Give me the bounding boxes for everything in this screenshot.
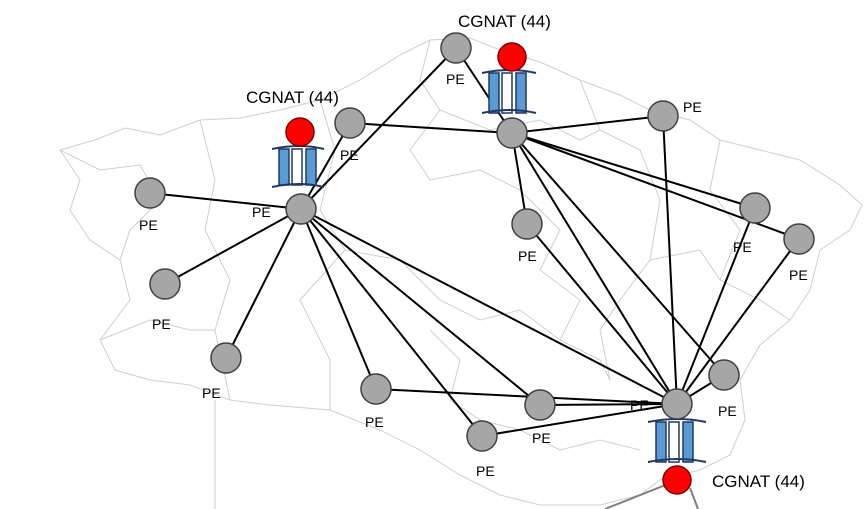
cgnat-label-north: CGNAT (44) [458,12,551,31]
link [676,238,800,405]
cgnat-marker [285,117,315,147]
pe-node-hub-west [285,193,317,225]
pe-label: PE [446,71,465,87]
pe-node [334,107,366,139]
pe-node [647,100,679,132]
map-region-border [439,109,601,141]
link [511,115,664,134]
cgnat-bar [305,148,317,186]
link [375,388,678,405]
pe-label: PE [532,430,551,446]
pe-label: PE [365,414,384,430]
link [300,208,377,390]
cgnat-bar [682,421,694,463]
link [511,132,725,376]
pe-label: PE [518,248,537,264]
pe-node [511,208,543,240]
uplinks [604,483,699,509]
link [300,47,457,210]
cgnat-unit-north [481,42,537,114]
pe-label: PE [789,267,808,283]
pe-node [134,177,166,209]
pe-node-hub-south [661,388,693,420]
cgnat-bar [668,421,680,463]
pe-label: PE [733,239,752,255]
cgnat-rail [271,183,325,188]
cgnat-unit-west [271,117,325,188]
pe-nodes [134,32,815,452]
map-region-border [429,329,641,451]
cgnat-label-south: CGNAT (44) [712,472,805,491]
pe-node [149,268,181,300]
country-map-outline [59,37,863,509]
link [676,207,756,405]
link [300,208,483,437]
cgnat-marker [662,465,692,495]
pe-node [210,342,242,374]
cgnat-bar [515,72,527,114]
pe-label: PE [476,463,495,479]
pe-label: PE [718,403,737,419]
pe-node [466,420,498,452]
map-region-border [709,139,791,321]
cgnat-bar [501,72,513,114]
link [481,403,678,437]
pe-node-hub-north [496,117,528,149]
pe-node [739,192,771,224]
link [225,208,302,359]
cgnat-bar [488,72,500,114]
link [149,192,302,210]
map-region-border [519,189,611,381]
cgnat-bar [655,421,667,463]
link [662,115,678,405]
cgnat-rail [481,109,537,114]
pe-label: PE [340,147,359,163]
link [511,132,756,209]
cgnat-bar [291,148,303,186]
cgnat-unit-south [647,418,707,495]
map-border [59,37,863,506]
cgnat-labels: CGNAT (44) CGNAT (44) CGNAT (44) [246,12,805,491]
cgnat-bar [278,148,290,186]
pe-node [708,359,740,391]
link [300,122,351,210]
cgnat-label-west: CGNAT (44) [246,88,339,107]
link [300,208,541,406]
cgnat-rail [647,458,707,463]
pe-label: PE [139,217,158,233]
map-region-border [409,39,521,191]
link [539,403,678,406]
pe-label: PE [252,204,271,220]
pe-label: PE [152,316,171,332]
pe-node [360,373,392,405]
link [511,132,678,405]
link [349,122,513,134]
pe-labels: PE PE PE PE PE PE PE PE PE PE PE PE PE P… [139,71,808,479]
pe-node [440,32,472,64]
pe-label: PE [630,397,649,413]
pe-label: PE [202,385,221,401]
pe-node [783,223,815,255]
link [455,47,513,134]
map-region-border [579,79,661,381]
pe-node [524,389,556,421]
pe-label: PE [683,99,702,115]
map-region-border [99,319,215,341]
cgnat-marker [497,42,527,72]
map-region-border [649,249,721,281]
link [300,208,678,405]
uplink-left [604,483,669,509]
link [526,223,678,405]
link [164,208,302,285]
uplink-right [689,487,699,509]
map-region-border [344,249,561,341]
